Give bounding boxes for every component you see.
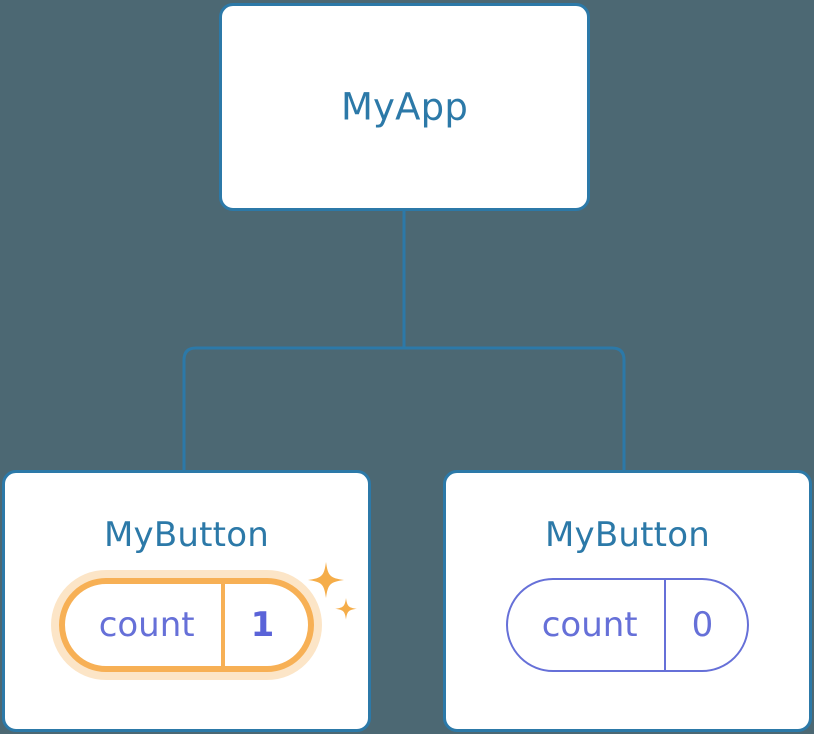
edge-to-child-0: [182, 346, 404, 470]
component-name-label: MyApp: [340, 85, 469, 129]
component-name-label: MyButton: [104, 515, 269, 555]
sparkles-icon: [308, 562, 358, 620]
state-pill-divider: [663, 580, 666, 670]
state-key-label: count: [541, 605, 638, 645]
state-value-label: 0: [691, 605, 714, 645]
state-value-label: 1: [250, 605, 275, 645]
state-pill[interactable]: count 0: [505, 578, 750, 672]
state-key-label: count: [98, 605, 195, 645]
component-node-mybutton-1[interactable]: MyButton count 0: [443, 470, 812, 732]
state-pill-divider: [220, 584, 225, 666]
state-pill-container: count 0: [446, 578, 809, 672]
state-pill[interactable]: count 1: [58, 562, 358, 672]
state-pill-container: count 1: [5, 562, 368, 672]
edge-to-child-1: [404, 346, 626, 470]
component-node-mybutton-0[interactable]: MyButton count 1: [2, 470, 371, 732]
component-node-myapp[interactable]: MyApp: [219, 3, 590, 211]
component-name-label: MyButton: [545, 515, 710, 555]
